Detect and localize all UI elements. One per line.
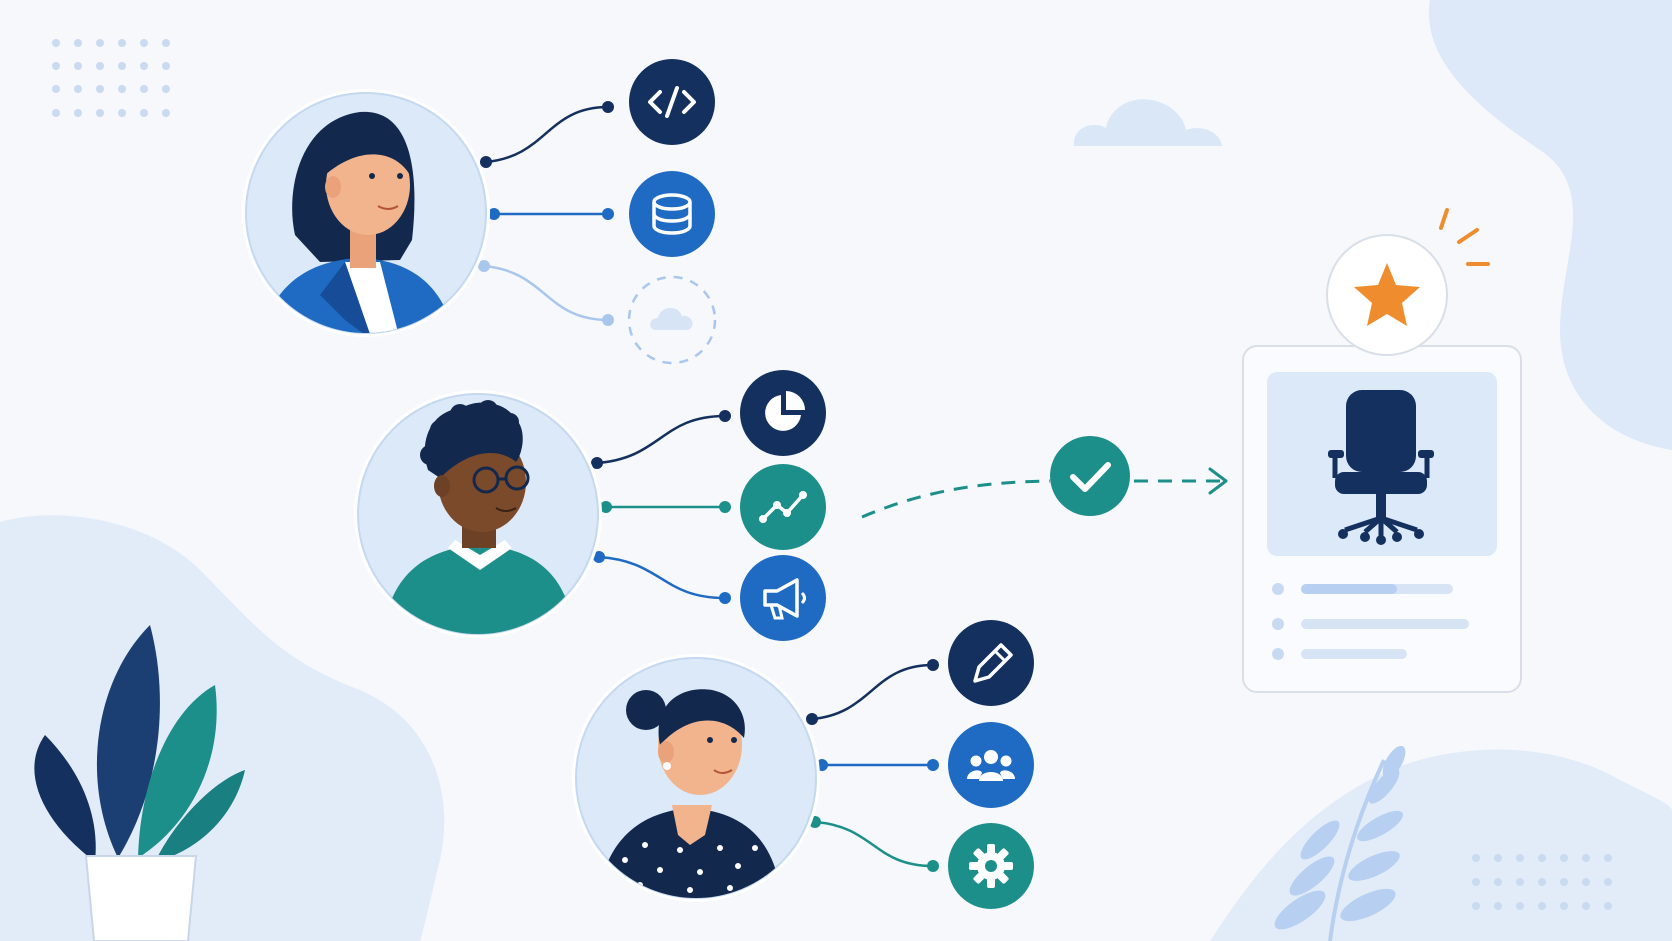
skills-layer [627,59,1034,909]
person-3-skill-pencil-button[interactable] [948,620,1034,706]
code-icon [648,86,696,118]
connector-end-dot [927,759,939,771]
office-chair-icon [1328,390,1434,545]
person-3-avatar [572,654,820,902]
person-2-skill-megaphone-button[interactable] [740,555,826,641]
connector-end-dot [602,208,614,220]
person-2-skill-trend-line-button[interactable] [740,464,826,550]
match-flow [861,436,1228,519]
check-badge [1050,436,1130,516]
leaf [138,685,217,858]
arrowhead [1208,467,1228,495]
person-2-connector-1 [596,414,726,465]
gear-icon [969,844,1013,888]
sparkle-lines [1439,208,1490,266]
connector-start-dot [593,551,605,563]
person-2-skill-pie-chart-button[interactable] [740,370,826,456]
connector-start-dot [478,260,490,272]
connector-end-dot [719,410,731,422]
connectors-layer [478,101,939,872]
role-card[interactable] [1242,208,1522,693]
connector-start-dot [591,457,603,469]
person-3-connector-1 [811,663,934,721]
connector-end-dot [602,101,614,113]
dashed-flow-line [861,479,1051,519]
dot-grid-bottom-right [1472,854,1612,910]
connector-start-dot [806,713,818,725]
leaf [34,735,96,862]
person-1-skill-cloud-button[interactable] [627,275,717,365]
checkmark-icon [1070,462,1111,492]
person-1-skill-code-button[interactable] [629,59,715,145]
person-1-connector-3 [483,264,609,322]
potted-plant [34,625,245,941]
connector-end-dot [719,592,731,604]
person-3-skill-gear-button[interactable] [948,823,1034,909]
person-2-connector-3 [598,555,726,600]
cloud-icon [650,307,693,330]
connector-start-dot [480,156,492,168]
person-1-skill-database-button[interactable] [629,171,715,257]
bottom-right-blob [1210,749,1672,941]
plant-pot [84,855,198,941]
role-card-lines [1272,583,1469,660]
leaf [155,770,245,862]
trend-line-icon [759,491,807,523]
person-1-connector-1 [485,105,609,164]
leaf [96,625,160,858]
fern-decor [1274,745,1406,941]
connector-end-dot [927,860,939,872]
megaphone-icon [763,578,806,620]
person-1-avatar [242,89,490,337]
pie-chart-icon [765,391,805,431]
person-3-skill-team-button[interactable] [948,722,1034,808]
person-3-connector-3 [814,820,934,868]
connector-start-dot [600,501,612,513]
connector-end-dot [602,314,614,326]
pencil-icon [973,643,1013,683]
dot-grid-top-left [52,39,170,117]
connector-end-dot [719,501,731,513]
connector-end-dot [927,659,939,671]
top-right-blob [1428,0,1672,450]
connector-start-dot [488,208,500,220]
team-icon [967,750,1015,781]
person-2-avatar [354,390,602,638]
database-icon [652,193,692,235]
star-icon [1354,263,1420,326]
cloud-decor [1073,99,1222,146]
